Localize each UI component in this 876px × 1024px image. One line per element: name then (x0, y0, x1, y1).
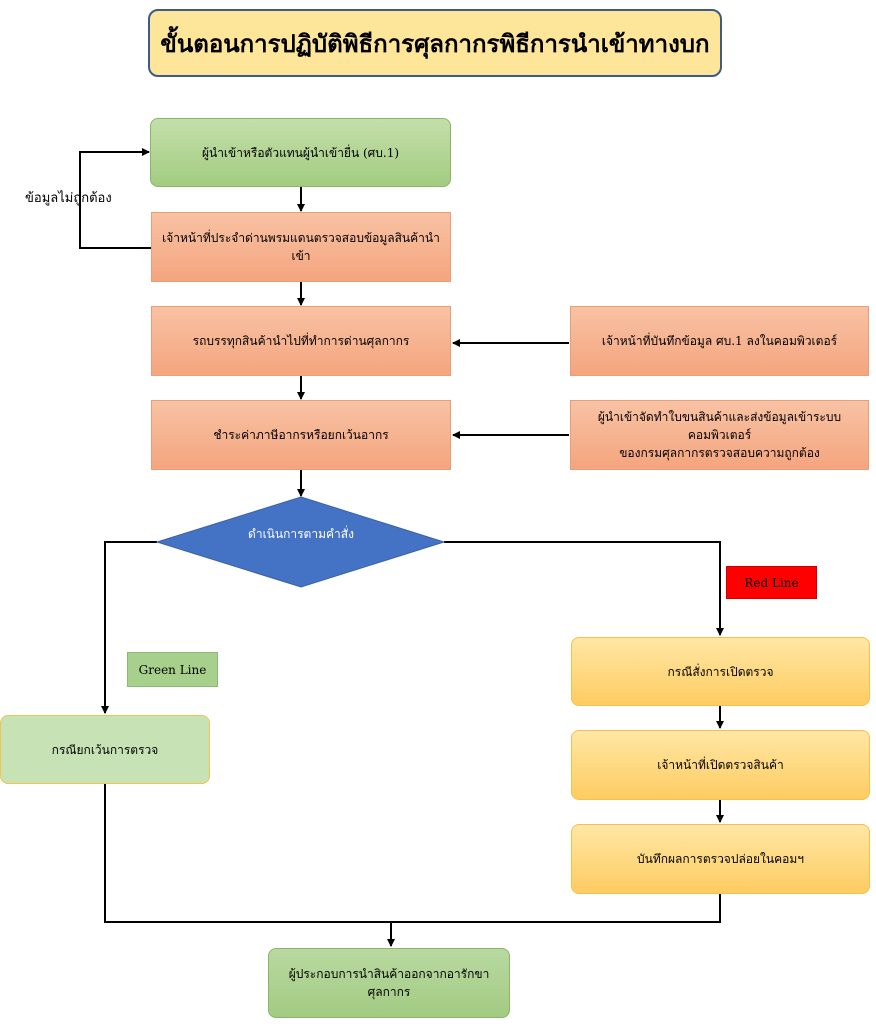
exempt-node: กรณียกเว้นการตรวจ (0, 715, 210, 784)
decision-label: ดำเนินการตามคำสั่ง (248, 527, 354, 541)
open-order-node: กรณีสั่งการเปิดตรวจ (571, 637, 870, 706)
exit-node: ผู้ประกอบการนำสินค้าออกจากอารักขาศุลกากร (268, 948, 510, 1018)
red-line-tag: Red Line (726, 566, 817, 599)
release-node: บันทึกผลการตรวจปล่อยในคอมฯ (571, 824, 870, 894)
exempt-join-connector (104, 784, 391, 923)
check-node: เจ้าหน้าที่ประจำด่านพรมแดนตรวจสอบข้อมูลส… (151, 212, 451, 282)
submit-node-line1: ผู้นำเข้าจัดทำใบขนสินค้าและส่งข้อมูลเข้า… (597, 410, 842, 442)
transport-node: รถบรรทุกสินค้านำไปที่ทำการด่านศุลกากร (151, 306, 451, 376)
decision-to-exempt-connector (101, 541, 157, 714)
submit-node-line2: ของกรมศุลกากรตรวจสอบความถูกต้อง (619, 446, 820, 460)
green-line-tag: Green Line (127, 652, 218, 687)
decision-diamond (155, 496, 446, 588)
submit-node: ผู้นำเข้าจัดทำใบขนสินค้าและส่งข้อมูลเข้า… (570, 400, 869, 470)
loop-back-connector (79, 148, 151, 249)
release-join-connector (391, 894, 721, 923)
inspect-node: เจ้าหน้าที่เปิดตรวจสินค้า (571, 730, 870, 800)
pay-node: ชำระค่าภาษีอากรหรือยกเว้นอากร (151, 400, 451, 470)
page-title: ขั้นตอนการปฏิบัติพิธีการศุลกากรพิธีการนำ… (148, 9, 722, 77)
record-node: เจ้าหน้าที่บันทึกข้อมูล ศบ.1 ลงในคอมพิวเ… (570, 306, 869, 376)
incorrect-data-label: ข้อมูลไม่ถูกต้อง (25, 191, 112, 206)
start-node: ผู้นำเข้าหรือตัวแทนผู้นำเข้ายื่น (ศบ.1) (150, 118, 451, 187)
decision-to-open-order-connector (444, 541, 724, 636)
